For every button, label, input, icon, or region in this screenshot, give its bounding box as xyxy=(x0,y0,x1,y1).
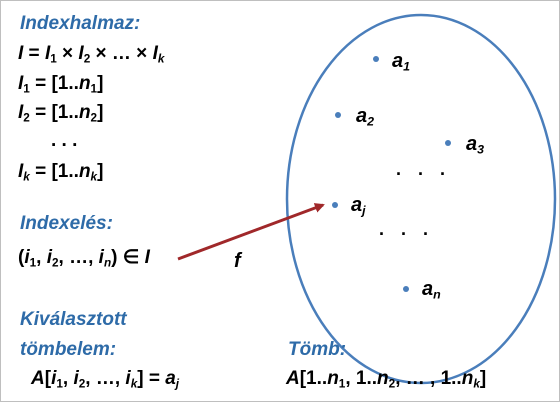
index-set-heading: Indexhalmaz: xyxy=(20,13,141,34)
element-dot-an xyxy=(403,286,409,292)
element-a3: a3 xyxy=(466,133,485,157)
index-tuple: (i1, i2, …, in) ∈ I xyxy=(18,247,150,270)
index-range-ellipsis: . . . xyxy=(51,130,78,151)
array-heading: Tömb: xyxy=(288,339,347,360)
set-ellipse xyxy=(285,13,557,385)
element-dot-a2 xyxy=(335,112,341,118)
ellipsis-upper: . . . xyxy=(396,159,452,179)
index-range-2: I2 = [1..n2] xyxy=(18,102,104,125)
selected-element-heading-line2: tömbelem: xyxy=(20,339,117,360)
ellipsis-lower: . . . xyxy=(379,219,435,239)
array-declaration: A[1..n1, 1..n2, … , 1..nk] xyxy=(286,368,487,391)
element-a1: a1 xyxy=(392,50,411,74)
index-set-product: I = I1 × I2 × … × Ik xyxy=(18,43,165,66)
index-range-1: I1 = [1..n1] xyxy=(18,73,104,96)
element-a2: a2 xyxy=(356,105,375,129)
element-an: an xyxy=(422,278,441,302)
element-dot-a3 xyxy=(445,140,451,146)
mapping-label: f xyxy=(234,250,241,272)
index-range-k: Ik = [1..nk] xyxy=(18,161,104,184)
element-access-expression: A[i1, i2, …, ik] = aj xyxy=(31,368,180,391)
element-aj: aj xyxy=(351,194,366,218)
indexing-heading: Indexelés: xyxy=(20,213,113,234)
element-dot-a1 xyxy=(373,56,379,62)
mapping-arrow xyxy=(177,203,325,261)
selected-element-heading-line1: Kiválasztott xyxy=(20,309,127,330)
element-dot-aj xyxy=(332,202,338,208)
